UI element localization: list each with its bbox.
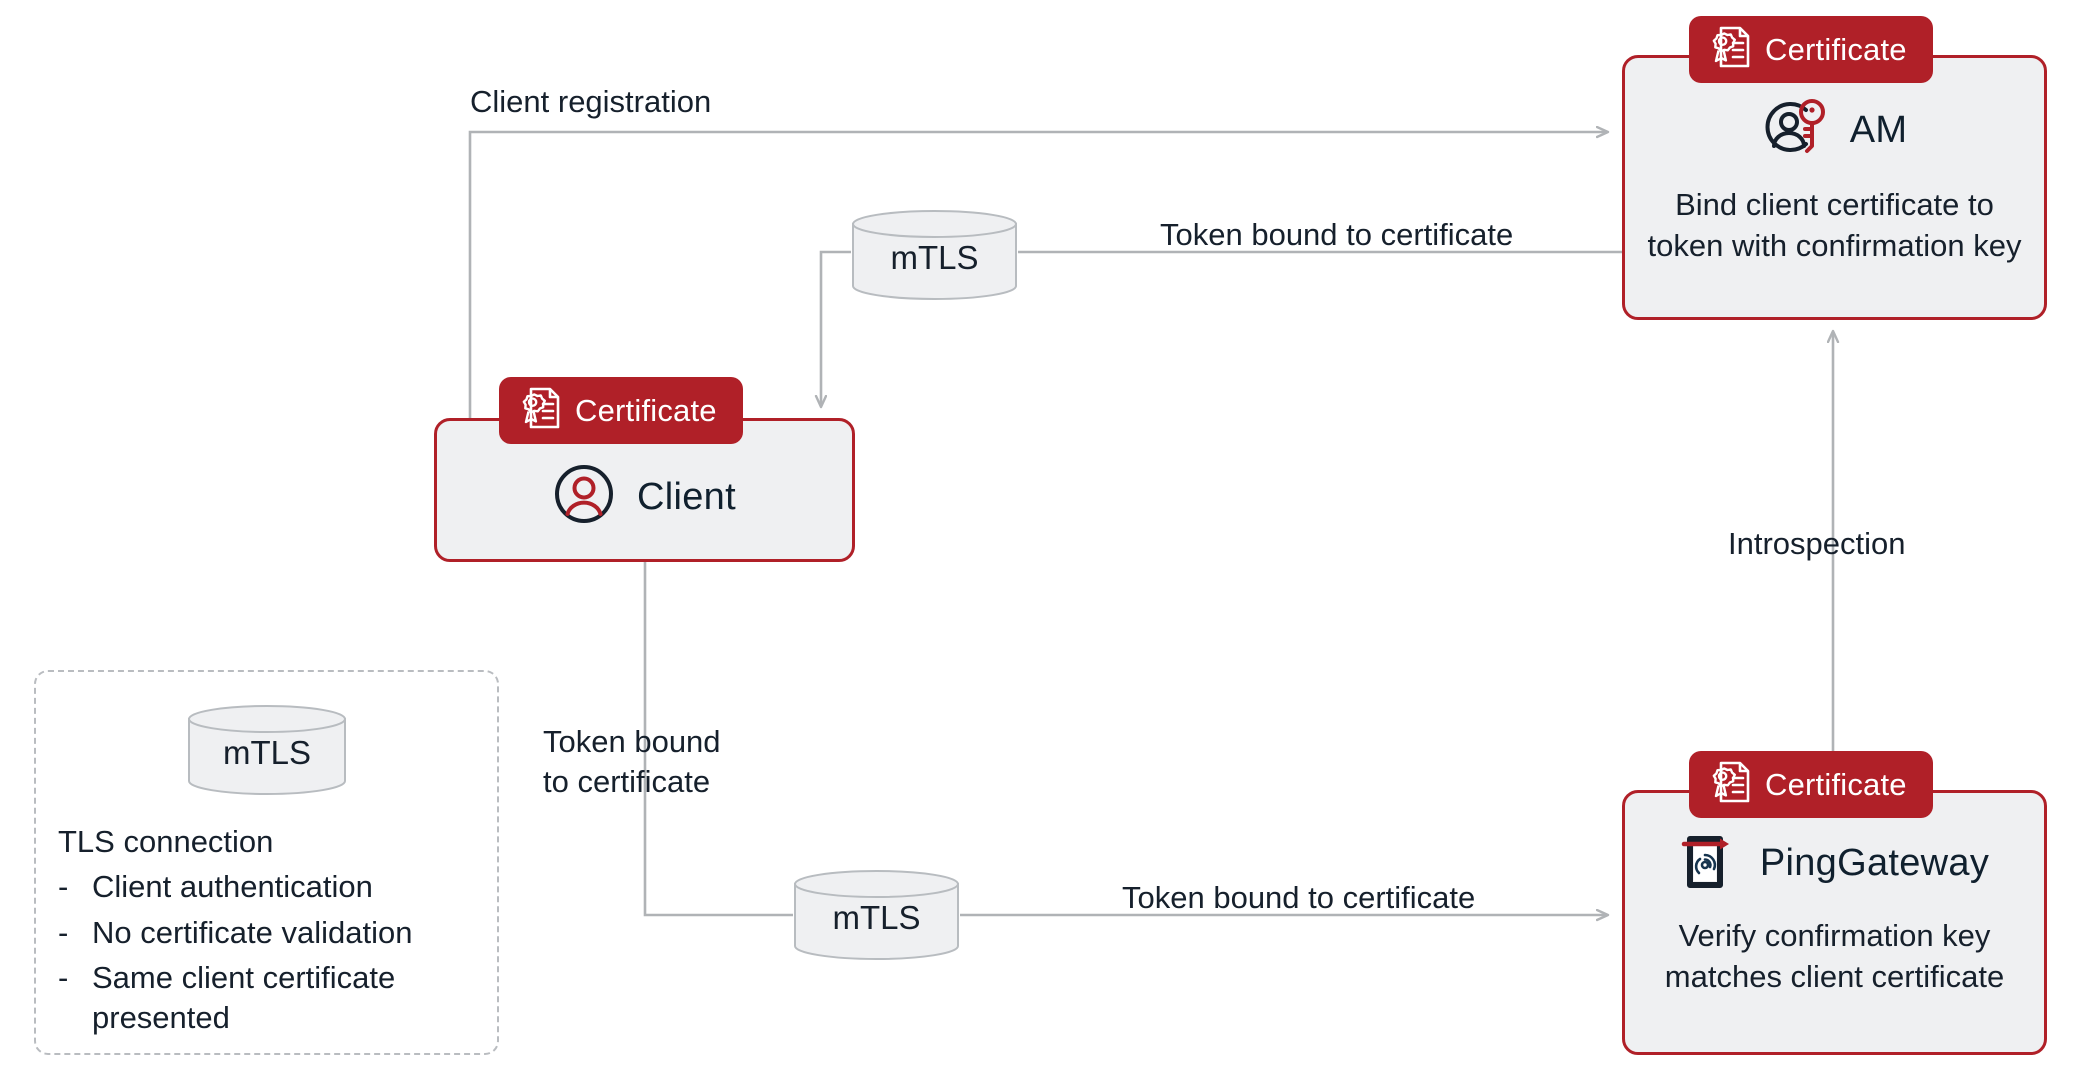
legend-box: mTLS TLS connection - Client authenticat… (34, 670, 499, 1055)
edge-label-token-bound-vertical: Token bound to certificate (543, 724, 721, 799)
legend-item-text: No certificate validation (92, 914, 413, 950)
node-pinggateway[interactable]: PingGateway Verify confirmation key matc… (1622, 751, 2047, 1055)
badge-label: Certificate (575, 393, 717, 428)
node-am[interactable]: AM Bind client certificate to token with… (1622, 16, 2047, 320)
cylinder-mtls-legend: mTLS (187, 705, 347, 795)
edge-client-registration-line (468, 132, 1607, 418)
node-pinggateway-title: PingGateway (1759, 841, 1990, 884)
badge-label: Certificate (1765, 767, 1907, 802)
edge-label-introspection: Introspection (1728, 526, 1906, 561)
badge-label: Certificate (1765, 32, 1907, 67)
cylinder-label: mTLS (832, 899, 921, 936)
node-am-title: AM (1849, 108, 1908, 151)
legend-dash: - (58, 914, 69, 950)
certificate-icon (1709, 25, 1751, 74)
legend-item-text: Same client certificate presented (92, 959, 396, 1036)
legend-dash: - (58, 959, 69, 995)
legend-item-text: Client authentication (92, 869, 373, 905)
cylinder-mtls-bottom: mTLS (793, 870, 960, 960)
certificate-icon (519, 386, 561, 435)
legend-list: - Client authentication - No certificate… (58, 867, 483, 1038)
certificate-icon (1709, 760, 1751, 809)
legend-item: - Same client certificate presented (58, 958, 483, 1039)
legend-item: - No certificate validation (58, 913, 483, 953)
edge-label-token-bound-top: Token bound to certificate (1160, 217, 1514, 252)
cylinder-label: mTLS (890, 239, 979, 276)
edge-mtls-top-to-client-line (821, 250, 851, 406)
user-key-icon (1762, 96, 1828, 163)
badge-certificate-am: Certificate (1689, 16, 1933, 83)
legend-item: - Client authentication (58, 867, 483, 907)
node-am-header: AM (1625, 96, 2044, 163)
node-client-header: Client (437, 463, 852, 530)
node-pinggateway-description: Verify confirmation key matches client c… (1664, 918, 2005, 994)
badge-certificate-client: Certificate (499, 377, 743, 444)
node-client[interactable]: Client Certificate (434, 377, 855, 562)
cylinder-label: mTLS (222, 734, 311, 771)
legend-title: TLS connection (58, 824, 274, 859)
cylinder-mtls-top: mTLS (851, 210, 1018, 300)
node-am-description: Bind client certificate to token with co… (1647, 187, 2022, 263)
badge-certificate-pinggateway: Certificate (1689, 751, 1933, 818)
legend-dash: - (58, 869, 69, 905)
user-circle-icon (553, 463, 615, 530)
edge-label-token-bound-bottom: Token bound to certificate (1122, 880, 1476, 915)
gateway-fingerprint-icon (1680, 829, 1738, 896)
node-pinggateway-header: PingGateway (1625, 829, 2044, 896)
edge-label-client-registration: Client registration (470, 84, 712, 119)
node-client-title: Client (637, 475, 736, 518)
